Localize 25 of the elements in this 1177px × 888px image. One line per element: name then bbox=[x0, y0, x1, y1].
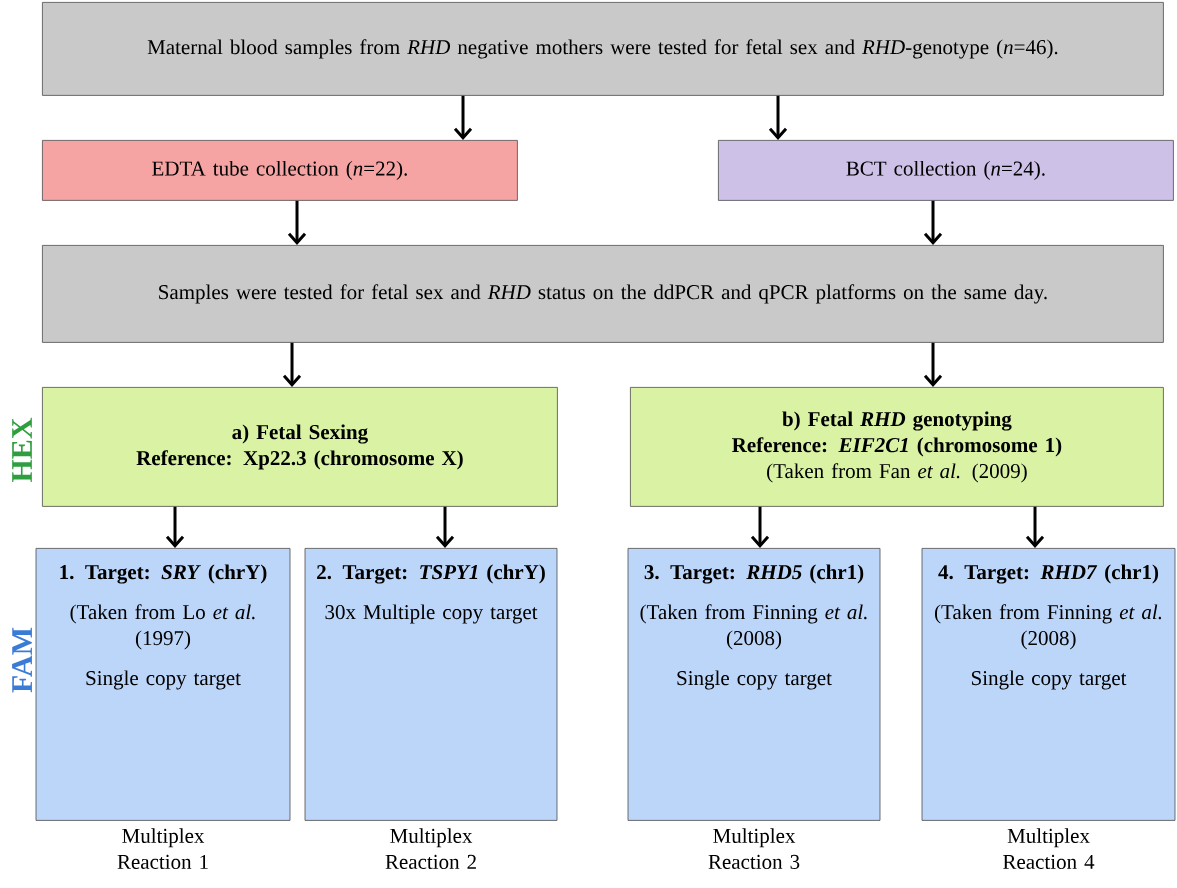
reaction-group-box: a) Fetal Sexing Reference: Xp22.3 (chromosome X) bbox=[42, 387, 558, 507]
arrow bbox=[1025, 506, 1045, 548]
arrow bbox=[287, 200, 307, 245]
target-box: 1. Target: SRY (chrY) (Taken from Lo et al. (1997) Single copy target bbox=[35, 548, 291, 821]
target-box: 3. Target: RHD5 (chr1) (Taken from Finning et al. (2008) Single copy target bbox=[627, 548, 881, 821]
arrow bbox=[768, 95, 788, 140]
arrow bbox=[750, 506, 770, 548]
arrow bbox=[923, 342, 943, 387]
arrow bbox=[282, 342, 302, 387]
arrow bbox=[453, 95, 473, 140]
target-box: 4. Target: RHD7 (chr1) (Taken from Finning et al. (2008) Single copy target bbox=[921, 548, 1176, 821]
target-box: 2. Target: TSPY1 (chrY) 30x Multiple copy target bbox=[304, 548, 558, 821]
reaction-label: Multiplex Reaction 3 bbox=[708, 828, 800, 869]
reaction-label: Multiplex Reaction 4 bbox=[1003, 828, 1095, 869]
reaction-group-box: b) Fetal RHD genotyping Reference: EIF2C1 (chromosome 1) (Taken from Fan et al. (2009) bbox=[630, 387, 1164, 507]
reaction-label: Multiplex Reaction 2 bbox=[385, 828, 476, 869]
process-box: Samples were tested for fetal sex and RHD status on the ddPCR and qPCR platforms on the same day. bbox=[42, 245, 1164, 343]
process-box: Maternal blood samples from RHD negative mothers were tested for fetal sex and RHD-genotype (n=46). bbox=[42, 2, 1164, 96]
process-box: BCT collection (n=24). bbox=[718, 140, 1174, 201]
channel-label: HEX bbox=[12, 417, 32, 482]
reaction-label: Multiplex Reaction 1 bbox=[117, 828, 208, 869]
arrow bbox=[435, 506, 455, 548]
arrow bbox=[923, 200, 943, 245]
arrow bbox=[165, 506, 185, 548]
process-box: EDTA tube collection (n=22). bbox=[42, 140, 518, 201]
